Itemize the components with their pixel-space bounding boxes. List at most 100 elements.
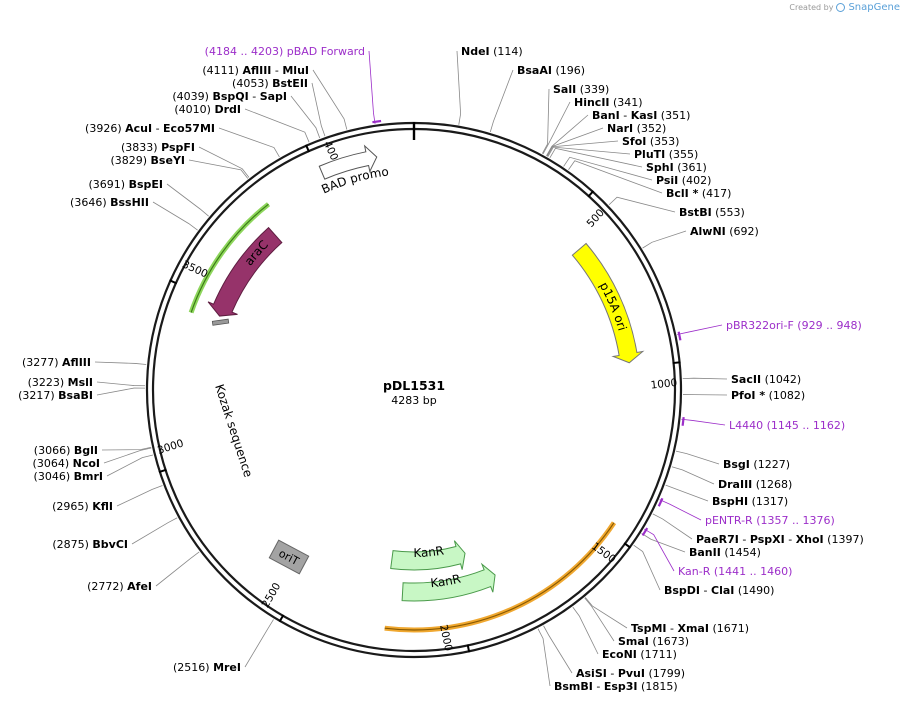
leader-line (584, 597, 615, 642)
label-part: (3217) (18, 389, 55, 402)
enzyme-label[interactable]: SmaI (1673) (618, 635, 689, 648)
enzyme-label[interactable]: (3926) AcuI - Eco57MI (85, 122, 215, 135)
label-part: (1397) (827, 533, 864, 546)
leader-line (116, 485, 163, 507)
enzyme-label[interactable]: (2965) KflI (52, 500, 113, 513)
enzyme-label[interactable]: HincII (341) (574, 96, 643, 109)
enzyme-label[interactable]: BsaAI (196) (517, 64, 585, 77)
enzyme-label[interactable]: BanII (1454) (689, 546, 761, 559)
enzyme-label[interactable]: (3646) BssHII (70, 196, 149, 209)
enzyme-label[interactable]: (3064) NcoI (33, 457, 100, 470)
tick-mark (304, 144, 311, 153)
enzyme-label[interactable]: AlwNI (692) (690, 225, 759, 238)
enzyme-label[interactable]: (2772) AfeI (87, 580, 152, 593)
leader-line (659, 499, 702, 521)
enzyme-label[interactable]: NdeI (114) (461, 45, 523, 58)
enzyme-label[interactable]: BsgI (1227) (723, 458, 790, 471)
orit-feature: oriT (268, 539, 310, 575)
label-part: PluTI (634, 148, 665, 161)
enzyme-label[interactable]: (3223) MslI (28, 376, 93, 389)
label-part: (1082) (769, 389, 806, 402)
enzyme-label[interactable]: (3833) PspFI (121, 141, 195, 154)
label-part: BsaAI (517, 64, 552, 77)
enzyme-label[interactable]: (4039) BspQI - SapI (172, 90, 287, 103)
leader-line (188, 159, 249, 179)
label-part: Kan-R (678, 565, 711, 578)
enzyme-label[interactable]: PfoI * (1082) (731, 389, 805, 402)
watermark-brand: SnapGene (848, 2, 900, 13)
enzyme-label[interactable]: (3046) BmrI (34, 470, 103, 483)
enzyme-label[interactable]: AsiSI - PvuI (1799) (576, 667, 685, 680)
label-part: (2772) (87, 580, 124, 593)
leader-line (94, 361, 147, 365)
enzyme-label[interactable]: BclI * (417) (666, 187, 731, 200)
enzyme-label[interactable]: SacII (1042) (731, 373, 801, 386)
label-part: KasI (631, 109, 658, 122)
enzyme-label[interactable]: (3217) BsaBI (18, 389, 93, 402)
leader-line (290, 95, 321, 139)
enzyme-label[interactable]: (4053) BstEII (232, 77, 308, 90)
label-part: BbvCI (92, 538, 128, 551)
enzyme-label[interactable]: BsmBI - Esp3I (1815) (554, 680, 678, 693)
enzyme-label[interactable]: (4111) AflIII - MluI (202, 64, 309, 77)
enzyme-label[interactable]: (3691) BspEI (89, 178, 164, 191)
primer-label[interactable]: Kan-R (1441 .. 1460) (678, 565, 792, 578)
enzyme-label[interactable]: EcoNI (1711) (602, 648, 677, 661)
kanr-arrow-outer (401, 562, 496, 602)
enzyme-label[interactable]: BspDI - ClaI (1490) (664, 584, 774, 597)
leader-line (101, 446, 152, 451)
enzyme-label[interactable]: PluTI (355) (634, 148, 698, 161)
enzyme-label[interactable]: TspMI - XmaI (1671) (631, 622, 749, 635)
enzyme-label[interactable]: SfoI (353) (622, 135, 679, 148)
leader-line (106, 454, 154, 477)
label-part: KflI (92, 500, 113, 513)
primer-label[interactable]: (4184 .. 4203) pBAD Forward (205, 45, 365, 58)
enzyme-label[interactable]: BanI - KasI (351) (592, 109, 690, 122)
label-part: EcoNI (602, 648, 637, 661)
enzyme-label[interactable]: BspHI (1317) (712, 495, 788, 508)
tick-mark (587, 190, 595, 198)
tick-label: 2500 (260, 581, 284, 610)
label-part: BsaBI (58, 389, 93, 402)
leader-line (642, 230, 687, 249)
label-part: (2965) (52, 500, 89, 513)
leader-line (682, 394, 728, 396)
label-part: (3691) (89, 178, 126, 191)
enzyme-label[interactable]: NarI (352) (607, 122, 666, 135)
primer-label[interactable]: pENTR-R (1357 .. 1376) (705, 514, 835, 527)
tick-label: 1000 (650, 377, 678, 392)
label-part: PsiI (656, 174, 678, 187)
leader-line (218, 127, 280, 158)
primer-label[interactable]: pBR322ori-F (929 .. 948) (726, 319, 862, 332)
label-part: (4010) (174, 103, 211, 116)
enzyme-label[interactable]: (3829) BseYI (110, 154, 185, 167)
label-part: (1357 .. 1376) (756, 514, 835, 527)
leader-line (244, 108, 310, 143)
kanr-highlight-line (384, 522, 615, 631)
label-part: (3066) (34, 444, 71, 457)
enzyme-label[interactable]: (3066) BglI (34, 444, 98, 457)
enzyme-label[interactable]: BstBI (553) (679, 206, 745, 219)
orit-box (268, 539, 310, 575)
leader-line (103, 447, 152, 464)
label-part: (1145 .. 1162) (767, 419, 846, 432)
enzyme-label[interactable]: PaeR7I - PspXI - XhoI (1397) (696, 533, 864, 546)
enzyme-label[interactable]: (2516) MreI (173, 661, 241, 674)
label-part: BspQI (212, 90, 248, 103)
enzyme-label[interactable]: (2875) BbvCI (52, 538, 128, 551)
label-part: XhoI (796, 533, 824, 546)
watermark-prefix: Created by (789, 3, 834, 12)
enzyme-label[interactable]: DraIII (1268) (718, 478, 792, 491)
label-part: NdeI (461, 45, 490, 58)
enzyme-label[interactable]: SphI (361) (646, 161, 707, 174)
tick-mark (278, 614, 285, 623)
enzyme-label[interactable]: SalI (339) (553, 83, 609, 96)
label-part: BstBI (679, 206, 712, 219)
primer-bind-marker (372, 119, 382, 124)
primer-label[interactable]: L4440 (1145 .. 1162) (729, 419, 845, 432)
label-part: AcuI (125, 122, 152, 135)
enzyme-label[interactable]: (3277) AflIII (22, 356, 91, 369)
enzyme-label[interactable]: (4010) DrdI (174, 103, 241, 116)
enzyme-label[interactable]: PsiI (402) (656, 174, 711, 187)
leader-line (368, 50, 376, 124)
